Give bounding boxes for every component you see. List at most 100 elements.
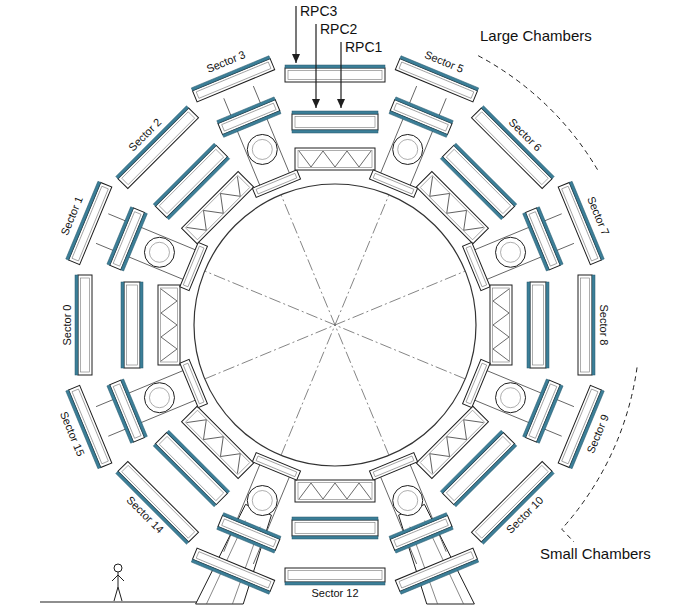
rpc-plate [167,157,230,220]
rpc-plate [389,111,447,137]
muon-chamber [369,453,417,481]
muon-chamber [217,513,281,553]
rpc-plate [292,111,378,114]
sector-label: Sector 8 [598,305,609,346]
chamber-body [471,461,552,542]
chamber-inner-line [196,552,271,588]
sector-label: Sector 5 [423,49,465,75]
rpc-plate [121,282,124,368]
chamber-inner-line [122,112,195,185]
chamber-body [285,568,385,582]
rpc-plate [191,559,270,594]
group-bracket [562,367,637,542]
muon-chamber [295,480,375,502]
person-figure [112,564,124,601]
toroid-coil [247,134,277,164]
muon-chamber [295,148,375,170]
sector-label: Sector 6 [506,117,543,154]
rpc-plate [389,513,447,539]
chamber-body [395,548,477,591]
muon-chamber [463,242,491,290]
sector-label: Sector 0 [62,305,73,346]
chamber-inner-line [533,285,544,365]
sector-label: Sector 12 [311,588,358,599]
muon-chamber [527,282,549,368]
axis-line [205,271,466,379]
chamber-inner-line [183,246,204,287]
chamber-body [118,108,199,189]
muon-chamber [369,170,417,198]
chamber-inner-line [466,246,487,287]
rpc-plate [223,111,281,137]
sector-label: Sector 15 [58,410,86,458]
chamber-inner-line [298,151,372,168]
sector-label: Sector 9 [585,413,611,455]
chamber-group-label: Small Chambers [540,546,651,561]
toroid-coil-inner [398,491,418,511]
group-bracket [478,56,599,173]
chamber-body [158,285,180,365]
rpc-plate [440,157,503,220]
rpc-plate [121,213,147,271]
chamber-body [490,285,512,365]
rpc-plate [523,213,549,271]
muon-chamber [153,430,229,506]
toroid-coil [393,134,423,164]
chamber-inner-line [466,363,487,404]
chamber-inner-line [81,278,90,372]
muon-chamber [107,207,147,271]
muon-chamber [285,65,385,82]
rpc-plate [121,379,147,437]
rpc-plate [223,513,281,539]
muon-chamber [523,379,563,443]
chamber-inner-line [122,465,195,538]
chamber-inner-line [295,117,375,128]
toroid-coil-inner [149,242,169,262]
chamber-body [530,282,546,368]
chamber-body [118,461,199,542]
chamber-body [369,453,417,481]
rpc-plate [527,282,530,368]
chamber-body [155,145,227,217]
rpc-plate [292,517,378,520]
chamber-inner-line [161,288,178,362]
chamber-body [578,275,592,375]
muon-chamber [471,461,554,544]
chamber-inner-line [446,436,510,500]
chamber-body [463,359,491,407]
muon-chamber [153,143,229,219]
sector-label: Sector 1 [59,195,85,237]
chamber-inner-line [256,173,297,194]
rpc-plate [592,275,595,375]
chamber-inner-line [399,552,474,588]
rpc-plate [523,379,549,437]
chamber-body [285,68,385,82]
muon-chamber [252,170,300,198]
muon-chamber [578,275,595,375]
rpc-plate [116,471,189,544]
rpc-label: RPC3 [300,4,337,18]
muon-chamber [285,568,385,585]
leader-arrow [340,42,341,108]
muon-chamber [158,285,180,365]
rpc-plate [285,582,385,585]
chamber-inner-line [183,363,204,404]
chamber-body [463,242,491,290]
rpc-plate [481,471,554,544]
chamber-body [295,148,375,170]
chamber-inner-line [288,71,382,80]
sector-label: Sector 7 [585,195,611,237]
rpc-plate [292,536,378,539]
toroid-coil-inner [252,139,272,159]
muon-chamber [389,513,453,553]
rpc-plate [285,65,385,68]
chamber-body [78,275,92,375]
muon-chamber [191,548,274,594]
muon-chamber [292,517,378,539]
muon-chamber [292,111,378,133]
chamber-body [124,282,140,368]
rpc-plate [75,275,78,375]
chamber-body [442,432,514,504]
rpc-label: RPC2 [320,22,357,36]
toroid-coil [144,383,174,413]
